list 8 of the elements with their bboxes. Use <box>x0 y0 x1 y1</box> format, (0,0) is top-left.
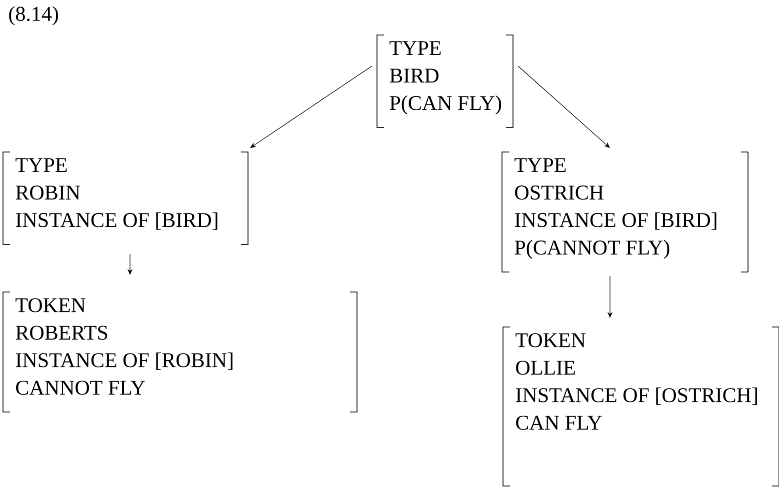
arrow <box>250 66 372 148</box>
arrow <box>518 66 610 148</box>
bracketed-frame: TOKEN ROBERTS INSTANCE OF [ROBIN] CANNOT FLY <box>2 292 358 412</box>
bracketed-frame: TYPE BIRD P(CAN FLY) <box>376 34 514 128</box>
bracketed-frame: TYPE OSTRICH INSTANCE OF [BIRD] P(CANNOT FLY) <box>502 152 748 272</box>
bracketed-frame: TYPE ROBIN INSTANCE OF [BIRD] <box>2 152 248 245</box>
bracketed-frame: TOKEN OLLIE INSTANCE OF [OSTRICH] CAN FLY <box>502 326 779 486</box>
figure-number: (8.14) <box>9 6 58 26</box>
